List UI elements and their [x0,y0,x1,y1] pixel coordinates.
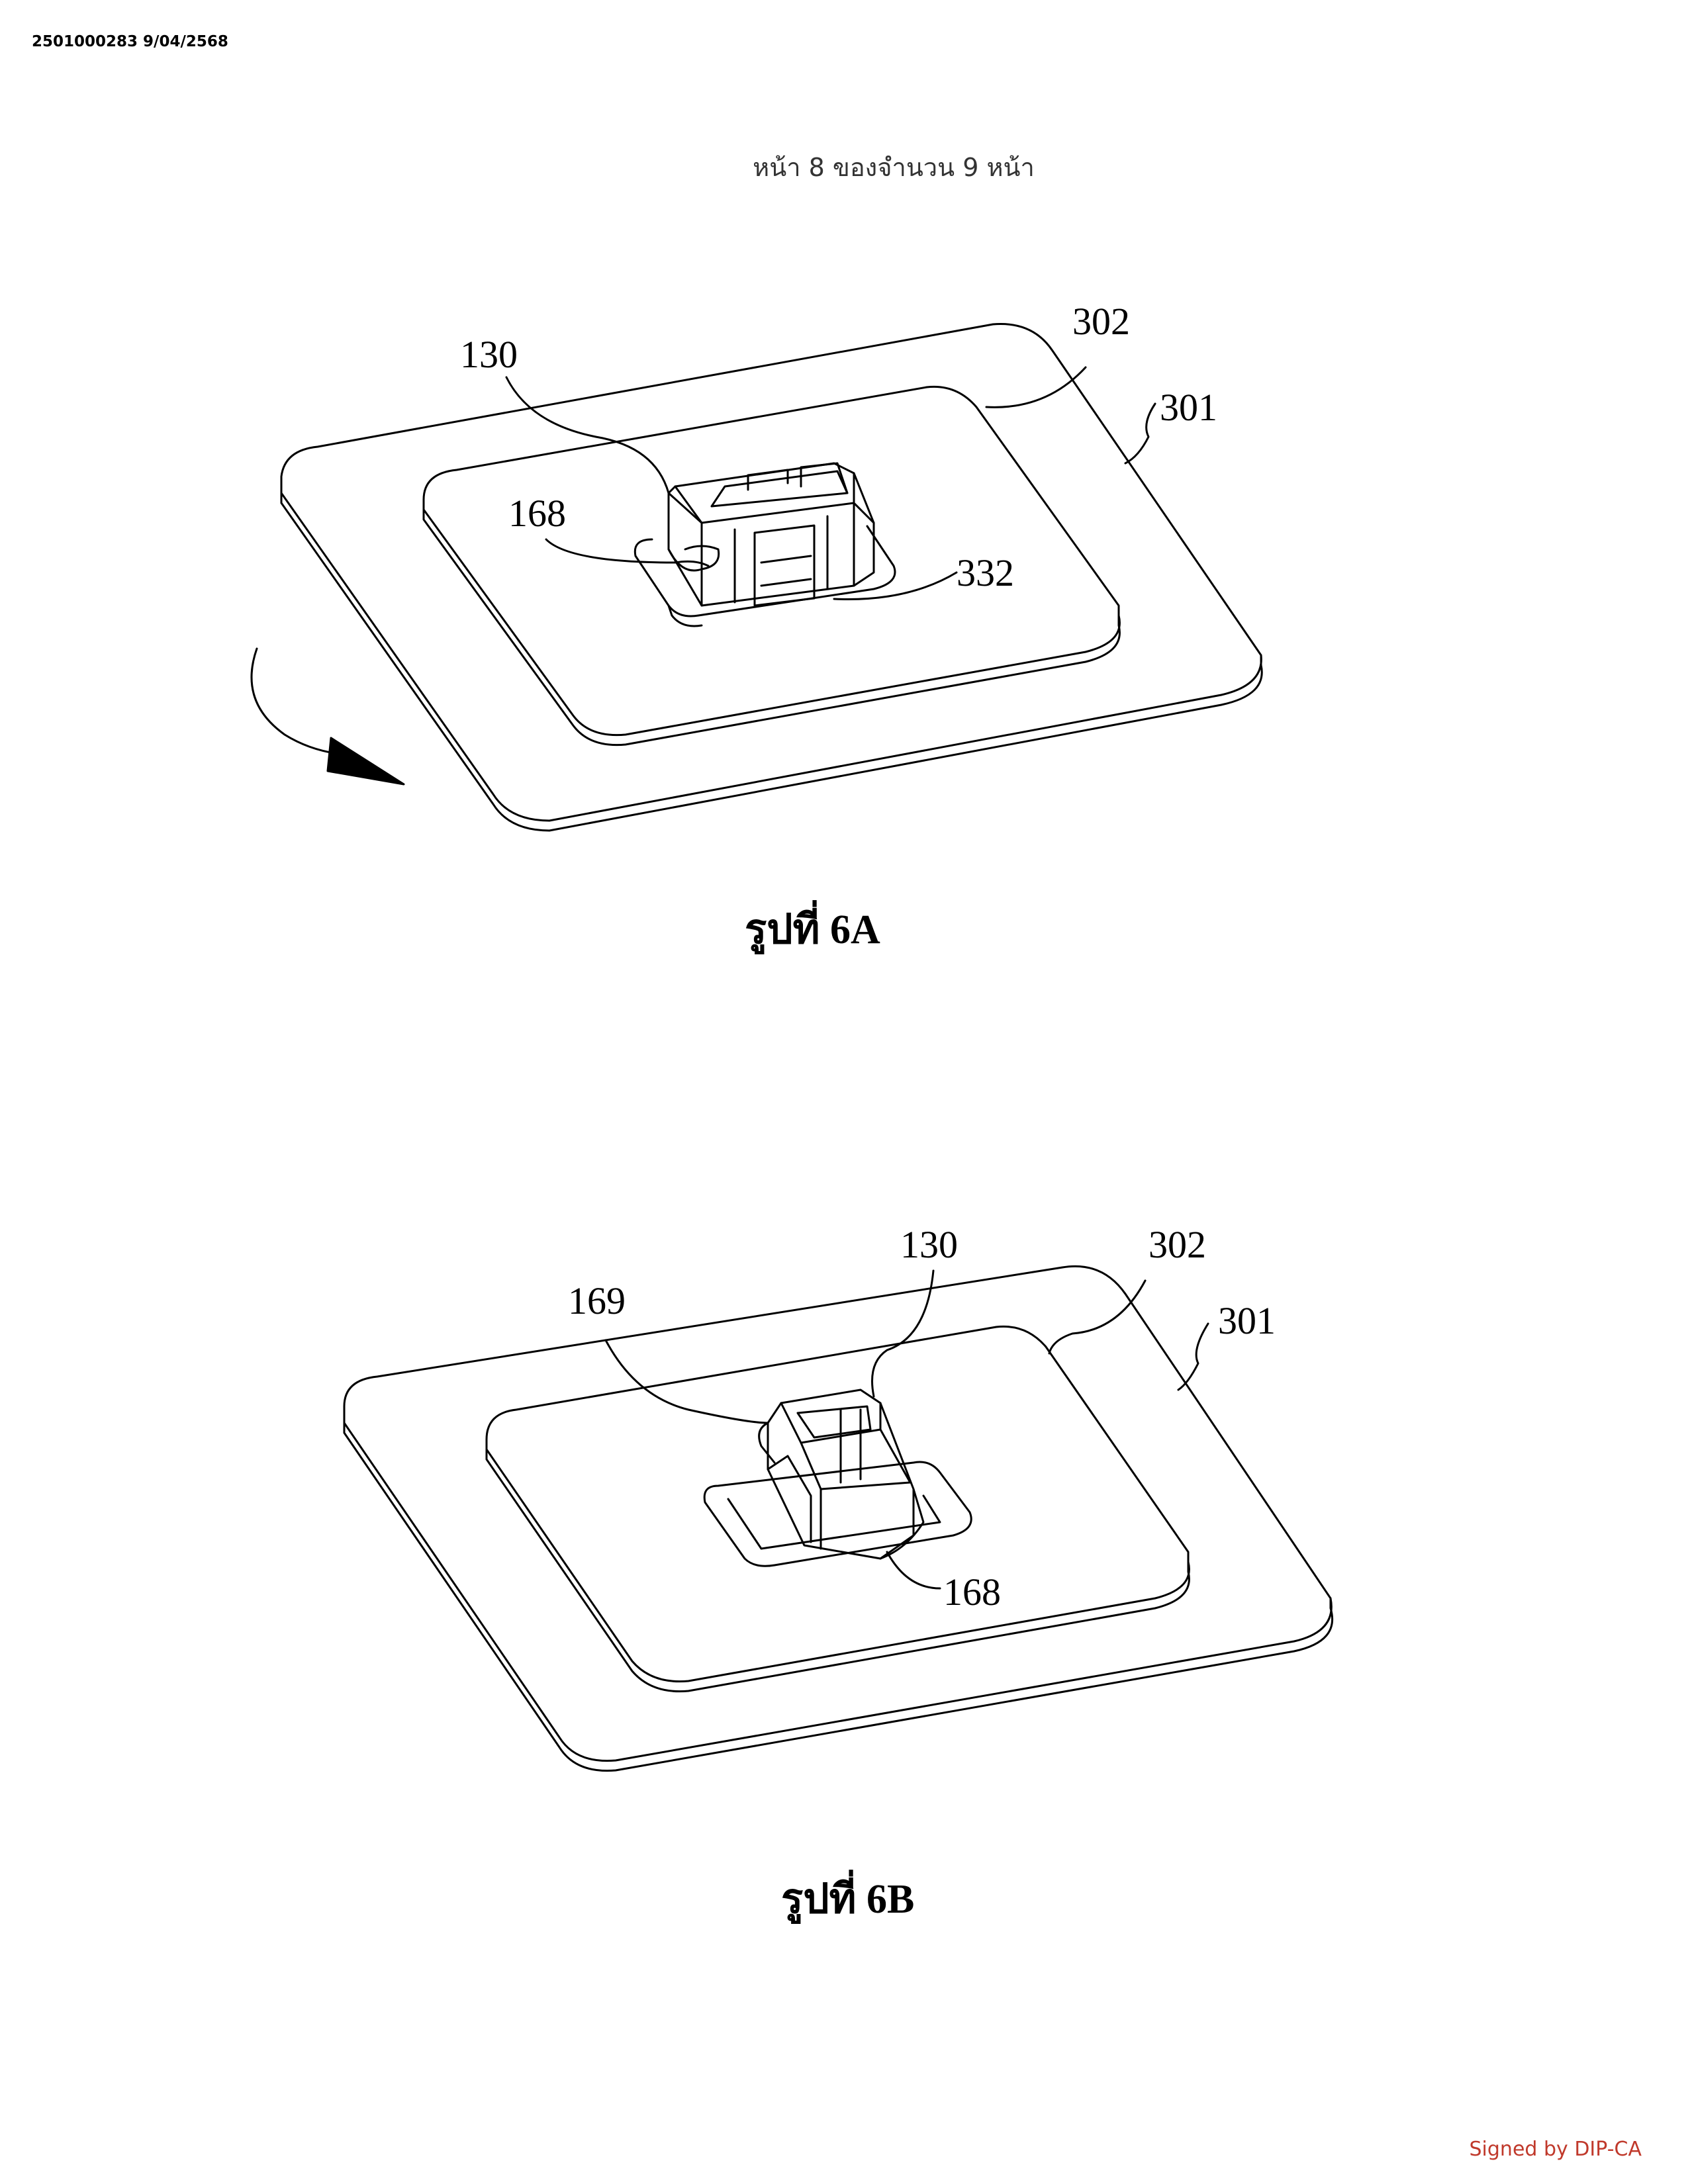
latch-168 [669,546,719,570]
latch-168 [880,1489,923,1559]
figure-6a-caption: รูปที่ 6A [745,907,880,952]
base-plate-301-edge [281,493,1262,831]
label-168: 168 [943,1570,1001,1614]
recess [704,1462,971,1566]
label-301: 301 [1218,1299,1276,1342]
label-168: 168 [508,492,566,535]
page-number: หน้า 8 ของจำนวน 9 หน้า [753,153,1035,182]
label-301: 301 [1160,386,1217,429]
base-plate-301-top [281,324,1261,821]
raised-pad-302-edge [424,510,1119,745]
raised-pad-302-top [424,387,1119,735]
label-130: 130 [900,1223,958,1266]
digital-signature-note: Signed by DIP-CA [1469,2138,1642,2161]
figure-6b-drawing: 130 302 169 301 168 [0,1223,1688,1886]
label-302: 302 [1149,1223,1206,1266]
rotation-arrow [252,649,344,754]
label-302: 302 [1072,300,1130,343]
connector-130 [768,1390,914,1559]
base-plate-301-edge [344,1423,1333,1771]
label-130: 130 [460,333,518,376]
raised-pad-302-top [487,1326,1189,1681]
latch-169 [759,1423,774,1463]
raised-pad-302-edge [487,1449,1189,1692]
document-id-stamp: 2501000283 9/04/2568 [32,33,228,50]
label-332: 332 [957,551,1014,594]
label-169: 169 [568,1279,626,1322]
figure-6a-drawing: 130 302 301 168 332 [0,300,1688,927]
base-plate-301-top [344,1266,1331,1760]
figure-6b-caption: รูปที่ 6B [781,1877,915,1922]
recess-332 [635,526,895,616]
